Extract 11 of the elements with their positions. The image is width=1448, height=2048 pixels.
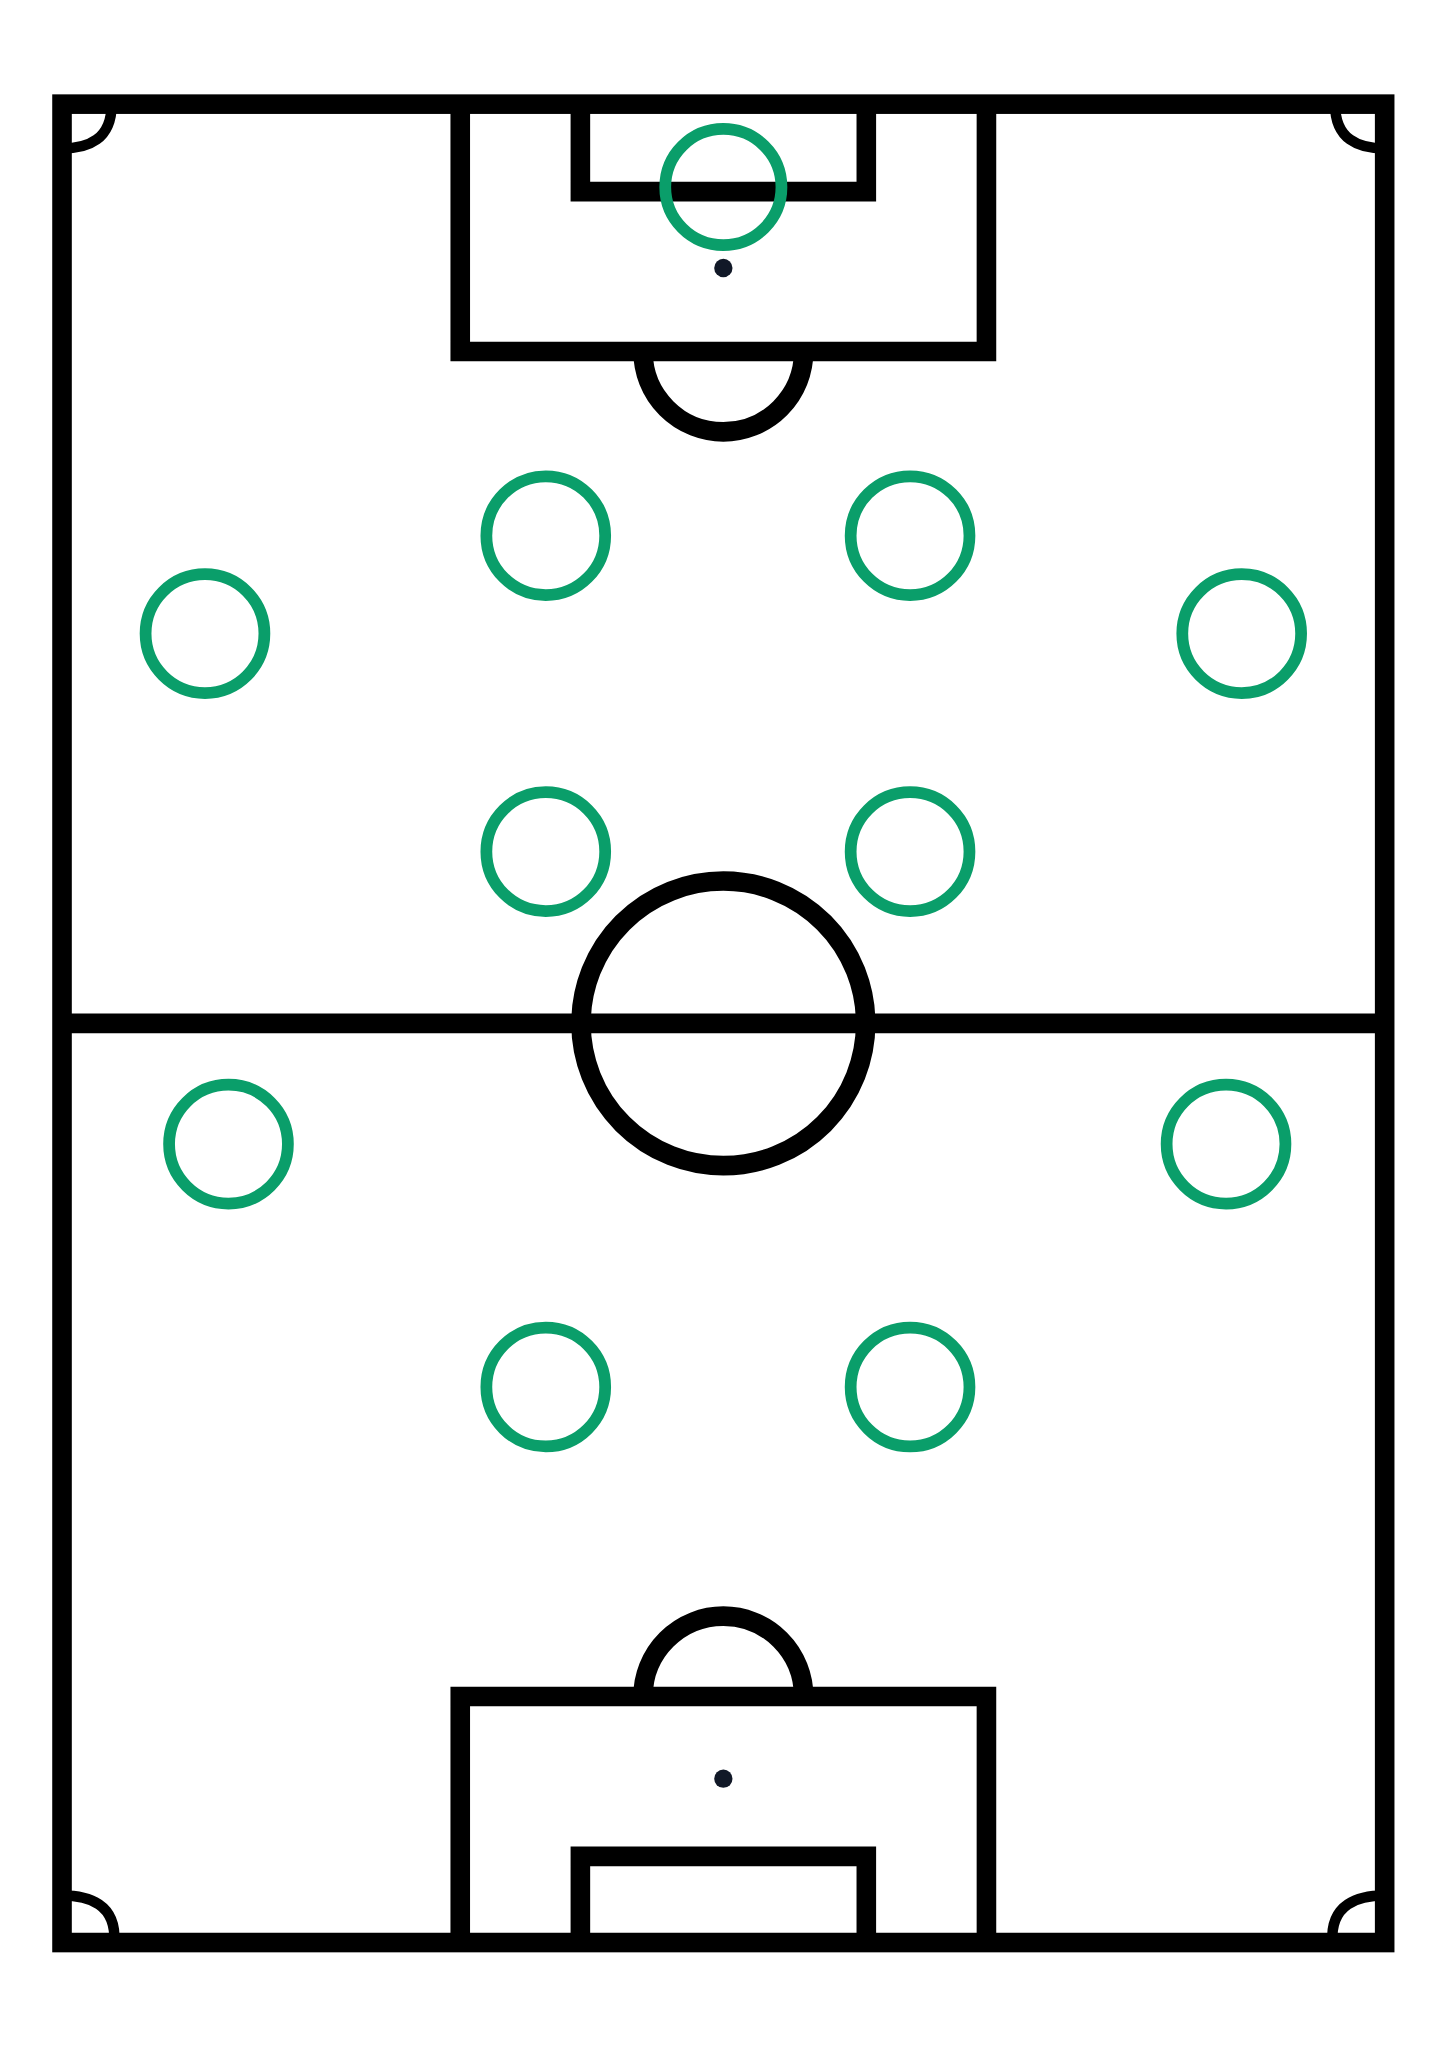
player-position-circle xyxy=(659,123,788,252)
player-position-circle xyxy=(844,786,976,917)
player-position-circle xyxy=(1160,1078,1292,1210)
player-position-circle xyxy=(1176,568,1307,699)
player-position-circle xyxy=(844,470,976,601)
player-position-circle xyxy=(480,1321,612,1453)
player-position-circle xyxy=(163,1078,294,1210)
player-position-circle xyxy=(480,470,612,601)
player-position-circle xyxy=(480,786,612,917)
player-position-circle xyxy=(844,1321,976,1453)
player-position-circle xyxy=(139,568,271,699)
